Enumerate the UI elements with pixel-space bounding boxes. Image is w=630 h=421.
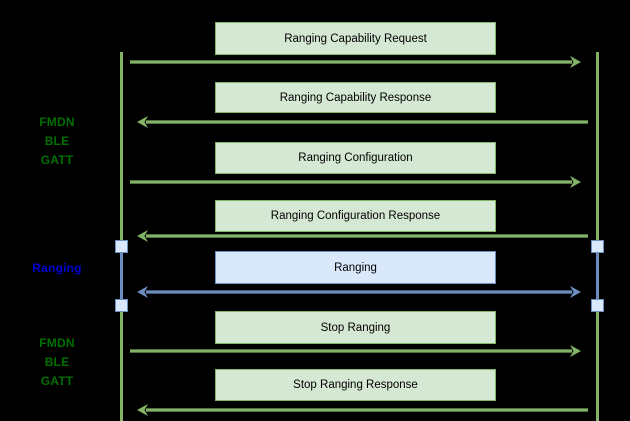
msg-stop-ranging-response-box: Stop Ranging Response: [215, 369, 496, 401]
msg-ranging-arrow: [137, 286, 581, 298]
phase-fmdn-ble-gatt-top: FMDN BLE GATT: [39, 115, 75, 167]
msg-stop-ranging-arrow: [130, 345, 581, 357]
activation-marker-right-bottom: [591, 299, 604, 312]
left-lifeline-lower-segment: [120, 306, 123, 421]
msg-ranging-capability-response-arrow: [137, 116, 588, 128]
msg-ranging-capability-response-box: Ranging Capability Response: [215, 82, 496, 113]
msg-ranging-capability-request-box: Ranging Capability Request: [215, 22, 496, 55]
phase-fmdn-ble-gatt-bottom: FMDN BLE GATT: [39, 336, 75, 388]
msg-ranging-box: Ranging: [215, 251, 496, 284]
msg-ranging-configuration-response-box: Ranging Configuration Response: [215, 200, 496, 232]
msg-ranging-configuration-box: Ranging Configuration: [215, 142, 496, 174]
activation-marker-left-top: [115, 240, 128, 253]
right-lifeline-lower-segment: [596, 306, 599, 421]
msg-ranging-capability-request-arrow: [130, 56, 581, 68]
msg-ranging-configuration-arrow: [130, 176, 581, 188]
activation-marker-right-top: [591, 240, 604, 253]
msg-stop-ranging-response-arrow: [137, 404, 588, 416]
right-lifeline-upper-segment: [596, 52, 599, 247]
left-lifeline-upper-segment: [120, 52, 123, 247]
left-lifeline-ranging-segment: [120, 245, 123, 317]
phase-ranging: Ranging: [32, 261, 82, 275]
activation-marker-left-bottom: [115, 299, 128, 312]
msg-stop-ranging-box: Stop Ranging: [215, 311, 496, 344]
msg-ranging-configuration-response-arrow: [137, 230, 588, 242]
right-lifeline-ranging-segment: [596, 245, 599, 317]
